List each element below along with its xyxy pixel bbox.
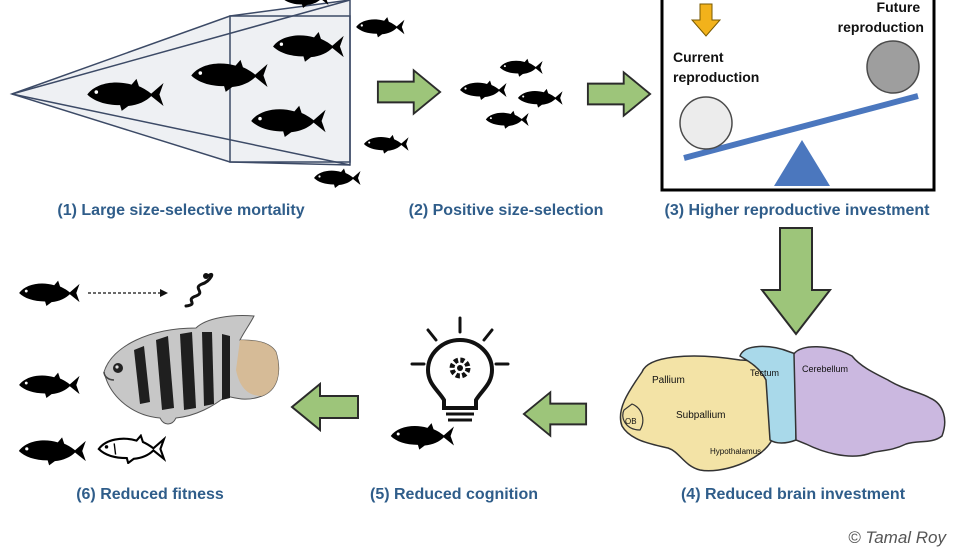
fish-icon bbox=[19, 280, 80, 306]
fish-small-icon bbox=[485, 110, 529, 129]
lightbulb-gear-icon bbox=[410, 316, 510, 422]
fish-small-icon bbox=[314, 168, 361, 188]
fish-small-icon bbox=[499, 58, 543, 77]
current-reproduction-label: Current reproduction bbox=[673, 49, 759, 85]
fish-icon bbox=[18, 437, 86, 466]
cerebellum-label: Cerebellum bbox=[802, 364, 848, 374]
step-3-caption: (3) Higher reproductive investment bbox=[664, 202, 930, 219]
fish-small-icon bbox=[363, 134, 409, 154]
arrow-right-icon bbox=[586, 71, 652, 117]
fish-small-icon bbox=[356, 17, 405, 38]
brain-diagram: Pallium Subpallium OB Hypothalamus Tectu… bbox=[619, 345, 946, 472]
snake-icon bbox=[184, 272, 214, 308]
credit-watermark: © Tamal Roy bbox=[848, 528, 946, 547]
step-6-caption: (6) Reduced fitness bbox=[76, 486, 224, 503]
fish-icon bbox=[390, 423, 454, 450]
future-reproduction-label: Future reproduction bbox=[838, 0, 924, 35]
current-reproduction-ball bbox=[679, 96, 733, 150]
fish-small-icon bbox=[460, 80, 507, 100]
arrow-right-icon bbox=[376, 69, 442, 115]
fish-small-icon bbox=[517, 88, 563, 108]
step-1-caption: (1) Large size-selective mortality bbox=[57, 202, 305, 219]
arrow-down-icon bbox=[759, 227, 833, 336]
hypothalamus-label: Hypothalamus bbox=[710, 447, 761, 456]
arrow-left-icon bbox=[522, 391, 588, 437]
subpallium-label: Subpallium bbox=[676, 410, 725, 421]
step-4-caption: (4) Reduced brain investment bbox=[680, 486, 906, 503]
tectum-label: Tectum bbox=[750, 368, 779, 378]
pallium-label: Pallium bbox=[652, 375, 685, 386]
future-reproduction-ball bbox=[866, 40, 920, 94]
arrow-left-icon bbox=[291, 383, 359, 431]
net-graphic bbox=[9, 0, 351, 166]
arrow-head-icon bbox=[160, 289, 168, 297]
fish-outline-icon bbox=[97, 434, 166, 464]
down-arrow-icon bbox=[690, 3, 722, 37]
fish-icon bbox=[19, 372, 80, 398]
step-5-caption: (5) Reduced cognition bbox=[370, 486, 538, 503]
cichlid-fish-image bbox=[103, 315, 280, 425]
step-2-caption: (2) Positive size-selection bbox=[408, 202, 604, 219]
tradeoff-box: Current reproduction Future reproduction bbox=[660, 0, 936, 192]
ob-label: OB bbox=[625, 417, 637, 426]
fulcrum-icon bbox=[774, 140, 830, 186]
lever-beam bbox=[683, 93, 919, 161]
